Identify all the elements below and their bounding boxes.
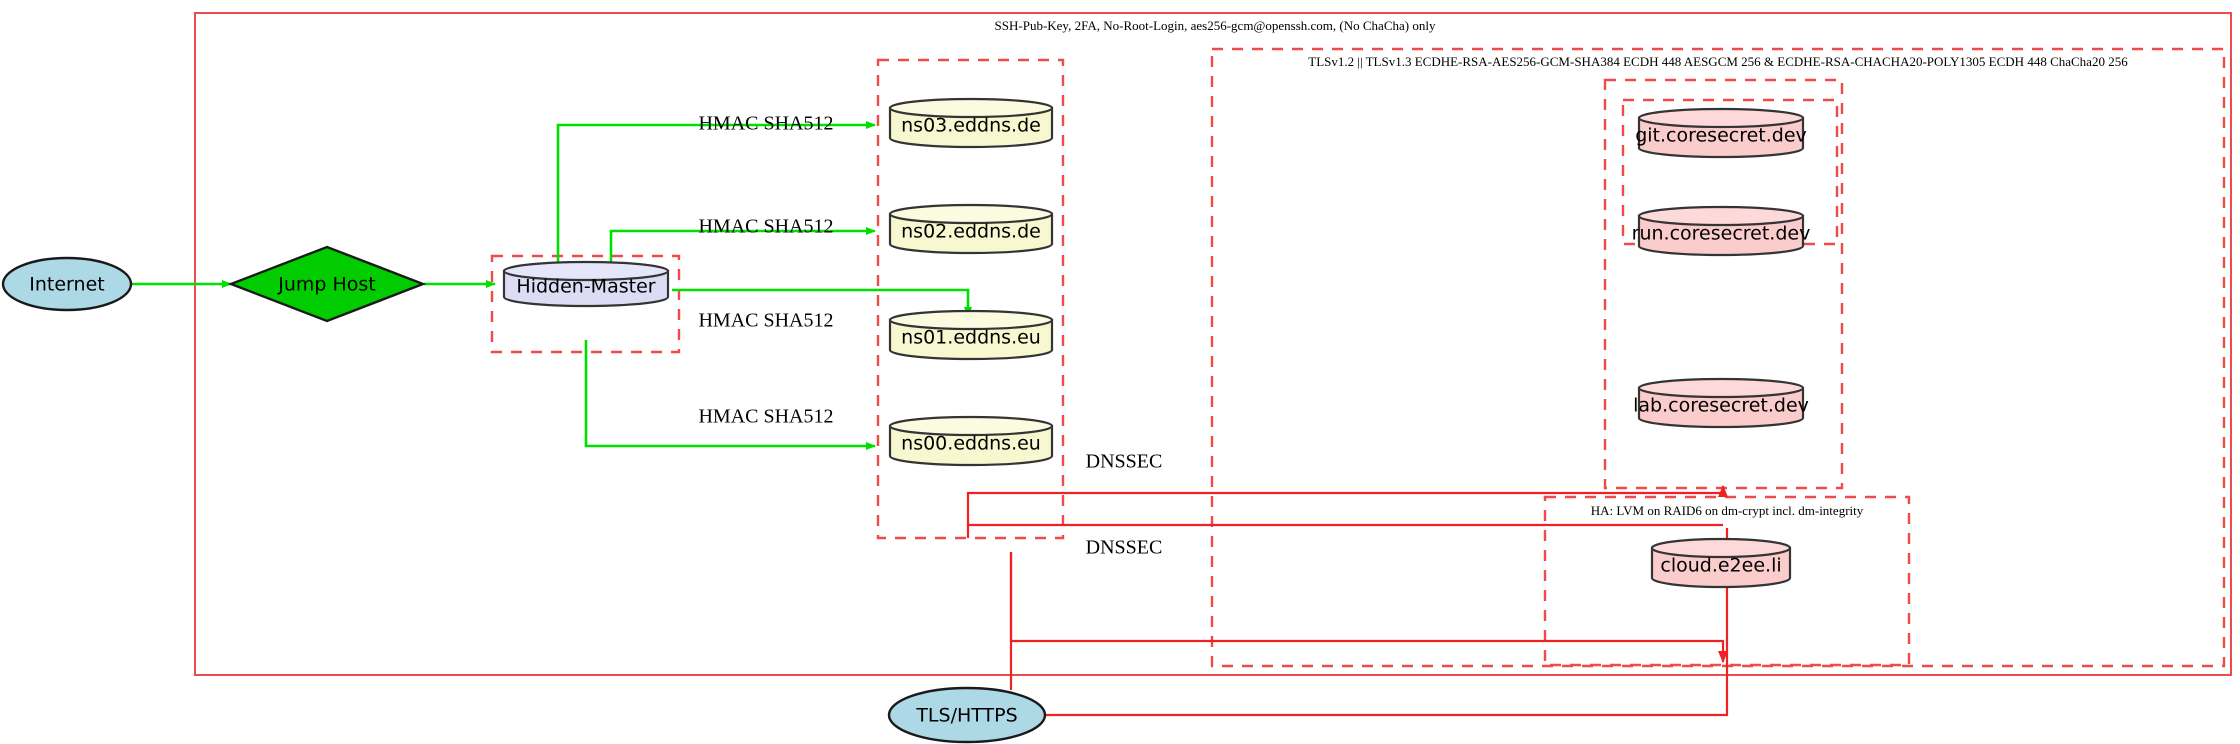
hmac-ns03-line xyxy=(556,121,876,268)
hmac-ns01-label: HMAC SHA512 xyxy=(698,310,833,332)
dnssec-lower-line xyxy=(1009,552,1728,663)
edge-hmac-ns02: HMAC SHA512 xyxy=(609,216,876,268)
ha-boundary-rect xyxy=(1543,495,1911,667)
node-lab-coresecret[interactable]: lab.coresecret.dev xyxy=(1633,377,1809,429)
ns01-label: ns01.eddns.eu xyxy=(901,327,1041,349)
ns02-body[interactable] xyxy=(888,212,1054,255)
node-run-coresecret[interactable]: run.coresecret.dev xyxy=(1632,205,1811,257)
cluster-ssh-boundary: SSH-Pub-Key, 2FA, No-Root-Login, aes256-… xyxy=(194,12,2232,676)
cloud-label: cloud.e2ee.li xyxy=(1660,555,1781,577)
hmac-ns00-label: HMAC SHA512 xyxy=(698,406,833,428)
hmac-ns02-line xyxy=(609,227,876,268)
tls-https-ellipse[interactable] xyxy=(887,686,1047,744)
ns00-top xyxy=(888,415,1054,437)
node-internet[interactable]: Internet xyxy=(1,256,133,312)
ha-boundary-label: HA: LVM on RAID6 on dm-crypt incl. dm-in… xyxy=(1591,503,1864,518)
git-label: git.coresecret.dev xyxy=(1635,125,1807,147)
edge-dnssec-upper: DNSSEC xyxy=(966,451,1728,538)
ns02-label: ns02.eddns.de xyxy=(901,221,1041,243)
ns01-body[interactable] xyxy=(888,318,1054,361)
dnssec-upper-label: DNSSEC xyxy=(1086,451,1163,473)
ns02-top xyxy=(888,203,1054,225)
git-body[interactable] xyxy=(1637,116,1805,159)
tls-cloud-line xyxy=(1043,528,1729,717)
run-label: run.coresecret.dev xyxy=(1632,223,1811,245)
internet-label: Internet xyxy=(29,274,104,296)
lab-top xyxy=(1637,377,1805,399)
jump-host-diamond[interactable] xyxy=(227,245,427,323)
ns03-body[interactable] xyxy=(888,106,1054,149)
edge-dnssec-lower: DNSSEC xyxy=(1009,537,1728,663)
cloud-body[interactable] xyxy=(1650,546,1792,589)
edge-hmac-ns01: HMAC SHA512 xyxy=(672,288,972,332)
ns00-label: ns00.eddns.eu xyxy=(901,433,1041,455)
node-git-coresecret[interactable]: git.coresecret.dev xyxy=(1635,107,1807,159)
dns-boundary-rect xyxy=(876,58,1065,540)
run-body[interactable] xyxy=(1637,214,1805,257)
ssh-boundary-rect xyxy=(194,12,2232,676)
jump-host-label: Jump Host xyxy=(277,274,376,296)
ns03-label: ns03.eddns.de xyxy=(901,115,1041,137)
node-ns00[interactable]: ns00.eddns.eu xyxy=(888,415,1054,467)
node-hidden-master[interactable]: Hidden-Master xyxy=(502,260,670,308)
edge-hmac-ns03: HMAC SHA512 xyxy=(556,113,876,268)
hmac-ns02-label: HMAC SHA512 xyxy=(698,216,833,238)
ns03-top xyxy=(888,97,1054,119)
hidden-master-label: Hidden-Master xyxy=(516,276,655,298)
lab-label: lab.coresecret.dev xyxy=(1633,395,1809,417)
internet-ellipse[interactable] xyxy=(1,256,133,312)
run-top xyxy=(1637,205,1805,227)
git-top xyxy=(1637,107,1805,129)
node-ns03[interactable]: ns03.eddns.de xyxy=(888,97,1054,149)
node-tls-https[interactable]: TLS/HTTPS xyxy=(887,686,1047,744)
dnssec-upper-line xyxy=(966,485,1728,538)
tls-boundary-label: TLSv1.2 || TLSv1.3 ECDHE-RSA-AES256-GCM-… xyxy=(1308,54,2128,69)
edge-tls-to-cloud xyxy=(1043,528,1729,717)
cloud-top xyxy=(1650,537,1792,559)
tls-https-label: TLS/HTTPS xyxy=(915,705,1017,727)
node-ns02[interactable]: ns02.eddns.de xyxy=(888,203,1054,255)
hmac-ns01-line xyxy=(672,288,972,317)
node-ns01[interactable]: ns01.eddns.eu xyxy=(888,309,1054,361)
ns01-top xyxy=(888,309,1054,331)
cluster-ha-boundary: HA: LVM on RAID6 on dm-crypt incl. dm-in… xyxy=(1543,495,1911,667)
node-cloud-e2ee[interactable]: cloud.e2ee.li xyxy=(1650,537,1792,589)
tls-boundary-rect xyxy=(1210,47,2226,668)
ns00-body[interactable] xyxy=(888,424,1054,467)
edge-hmac-ns00: HMAC SHA512 xyxy=(584,340,876,450)
dnssec-lower-label: DNSSEC xyxy=(1086,537,1163,559)
cluster-dns-boundary xyxy=(876,58,1065,540)
hmac-ns00-line xyxy=(584,340,876,450)
node-jump-host[interactable]: Jump Host xyxy=(227,245,427,323)
lab-body[interactable] xyxy=(1637,386,1805,429)
ssh-boundary-label: SSH-Pub-Key, 2FA, No-Root-Login, aes256-… xyxy=(995,18,1436,33)
hmac-ns03-label: HMAC SHA512 xyxy=(698,113,833,135)
hidden-master-top xyxy=(502,260,670,282)
cluster-tls-boundary: TLSv1.2 || TLSv1.3 ECDHE-RSA-AES256-GCM-… xyxy=(1210,47,2226,668)
